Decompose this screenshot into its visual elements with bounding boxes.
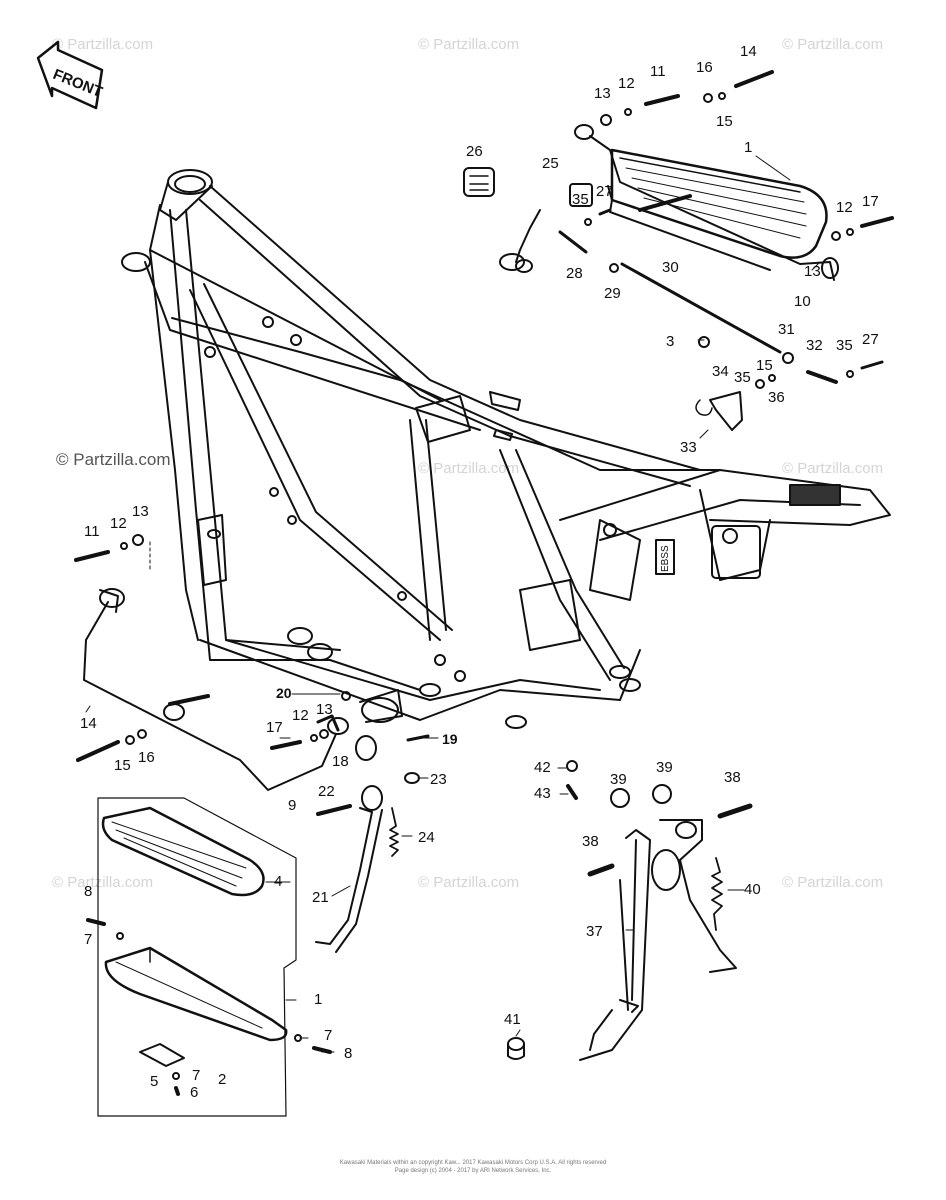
callout-8: 8	[84, 883, 92, 900]
callout-8: 8	[344, 1045, 352, 1062]
callout-13: 13	[132, 503, 149, 520]
footboard-box	[86, 797, 332, 1117]
callout-30: 30	[662, 259, 679, 276]
center-stand-assembly	[507, 760, 753, 1061]
callout-12: 12	[292, 707, 309, 724]
callout-31: 31	[778, 321, 795, 338]
frame	[121, 169, 891, 729]
callout-23: 23	[430, 771, 447, 788]
callout-37: 37	[586, 923, 603, 940]
callout-29: 29	[604, 285, 621, 302]
callout-16: 16	[696, 59, 713, 76]
callout-15: 15	[716, 113, 733, 130]
callout-3: 3	[666, 333, 674, 350]
callout-13: 13	[594, 85, 611, 102]
callout-14: 14	[80, 715, 97, 732]
callout-9: 9	[288, 797, 296, 814]
callout-33: 33	[680, 439, 697, 456]
callout-21: 21	[312, 889, 329, 906]
callout-7: 7	[192, 1067, 200, 1084]
watermark: © Partzilla.com	[52, 36, 154, 53]
callout-28: 28	[566, 265, 583, 282]
callout-39: 39	[610, 771, 627, 788]
footer-page-design: Page design (c) 2004 - 2017 by ARI Netwo…	[394, 1168, 552, 1174]
watermark: © Partzilla.com	[782, 874, 884, 891]
front-arrow-icon	[36, 40, 104, 110]
callout-15: 15	[114, 757, 131, 774]
callout-15: 15	[756, 357, 773, 374]
callout-26: 26	[466, 143, 483, 160]
side-stand-assembly	[315, 691, 430, 953]
callout-17: 17	[266, 719, 283, 736]
callout-2: 2	[218, 1071, 226, 1088]
watermark: © Partzilla.com	[782, 460, 884, 477]
callout-35: 35	[572, 191, 589, 208]
callout-5: 5	[150, 1073, 158, 1090]
callout-11: 11	[650, 63, 666, 80]
callout-19: 19	[442, 731, 458, 747]
callout-42: 42	[534, 759, 551, 776]
watermark: © Partzilla.com	[52, 874, 154, 891]
front-footrest-bracket	[74, 534, 349, 791]
callout-34: 34	[712, 363, 729, 380]
callout-43: 43	[534, 785, 551, 802]
watermark: © Partzilla.com	[418, 460, 520, 477]
callout-1: 1	[744, 139, 752, 156]
leader-lines	[85, 155, 821, 1053]
callout-41: 41	[504, 1011, 521, 1028]
callout-7: 7	[324, 1027, 332, 1044]
callout-27: 27	[862, 331, 879, 348]
footer-copyright: Kawasaki Materials within an copyright K…	[339, 1160, 607, 1166]
callout-22: 22	[318, 783, 335, 800]
callout-39: 39	[656, 759, 673, 776]
callout-25: 25	[542, 155, 559, 172]
watermark-prominent: © Partzilla.com	[56, 450, 171, 469]
callout-12: 12	[110, 515, 127, 532]
callout-13: 13	[316, 701, 333, 718]
callout-18: 18	[332, 753, 349, 770]
watermark: © Partzilla.com	[418, 874, 520, 891]
callout-35: 35	[836, 337, 853, 354]
watermark: © Partzilla.com	[418, 36, 520, 53]
callout-10: 10	[794, 293, 811, 310]
callout-17: 17	[862, 193, 879, 210]
callout-6: 6	[190, 1084, 198, 1101]
callout-11: 11	[84, 523, 100, 540]
callout-14: 14	[740, 43, 757, 60]
callout-13: 13	[804, 263, 821, 280]
callout-38: 38	[724, 769, 741, 786]
callout-12: 12	[836, 199, 853, 216]
callout-27: 27	[596, 183, 613, 200]
callout-20: 20	[276, 685, 292, 701]
callout-40: 40	[744, 881, 761, 898]
callout-38: 38	[582, 833, 599, 850]
frame-stamp-label: EBSS	[660, 545, 671, 572]
watermark: © Partzilla.com	[782, 36, 884, 53]
callouts: 1 1 2 3 4 5 6 7 7 7 8 8 9 10 11 11 12 12…	[80, 43, 879, 1101]
callout-1: 1	[314, 991, 322, 1008]
callout-4: 4	[274, 873, 282, 890]
callout-16: 16	[138, 749, 155, 766]
rear-footrest-assembly	[463, 70, 894, 431]
callout-24: 24	[418, 829, 435, 846]
callout-32: 32	[806, 337, 823, 354]
callout-7: 7	[84, 931, 92, 948]
callout-35: 35	[734, 369, 751, 386]
callout-12: 12	[618, 75, 635, 92]
callout-36: 36	[768, 389, 785, 406]
